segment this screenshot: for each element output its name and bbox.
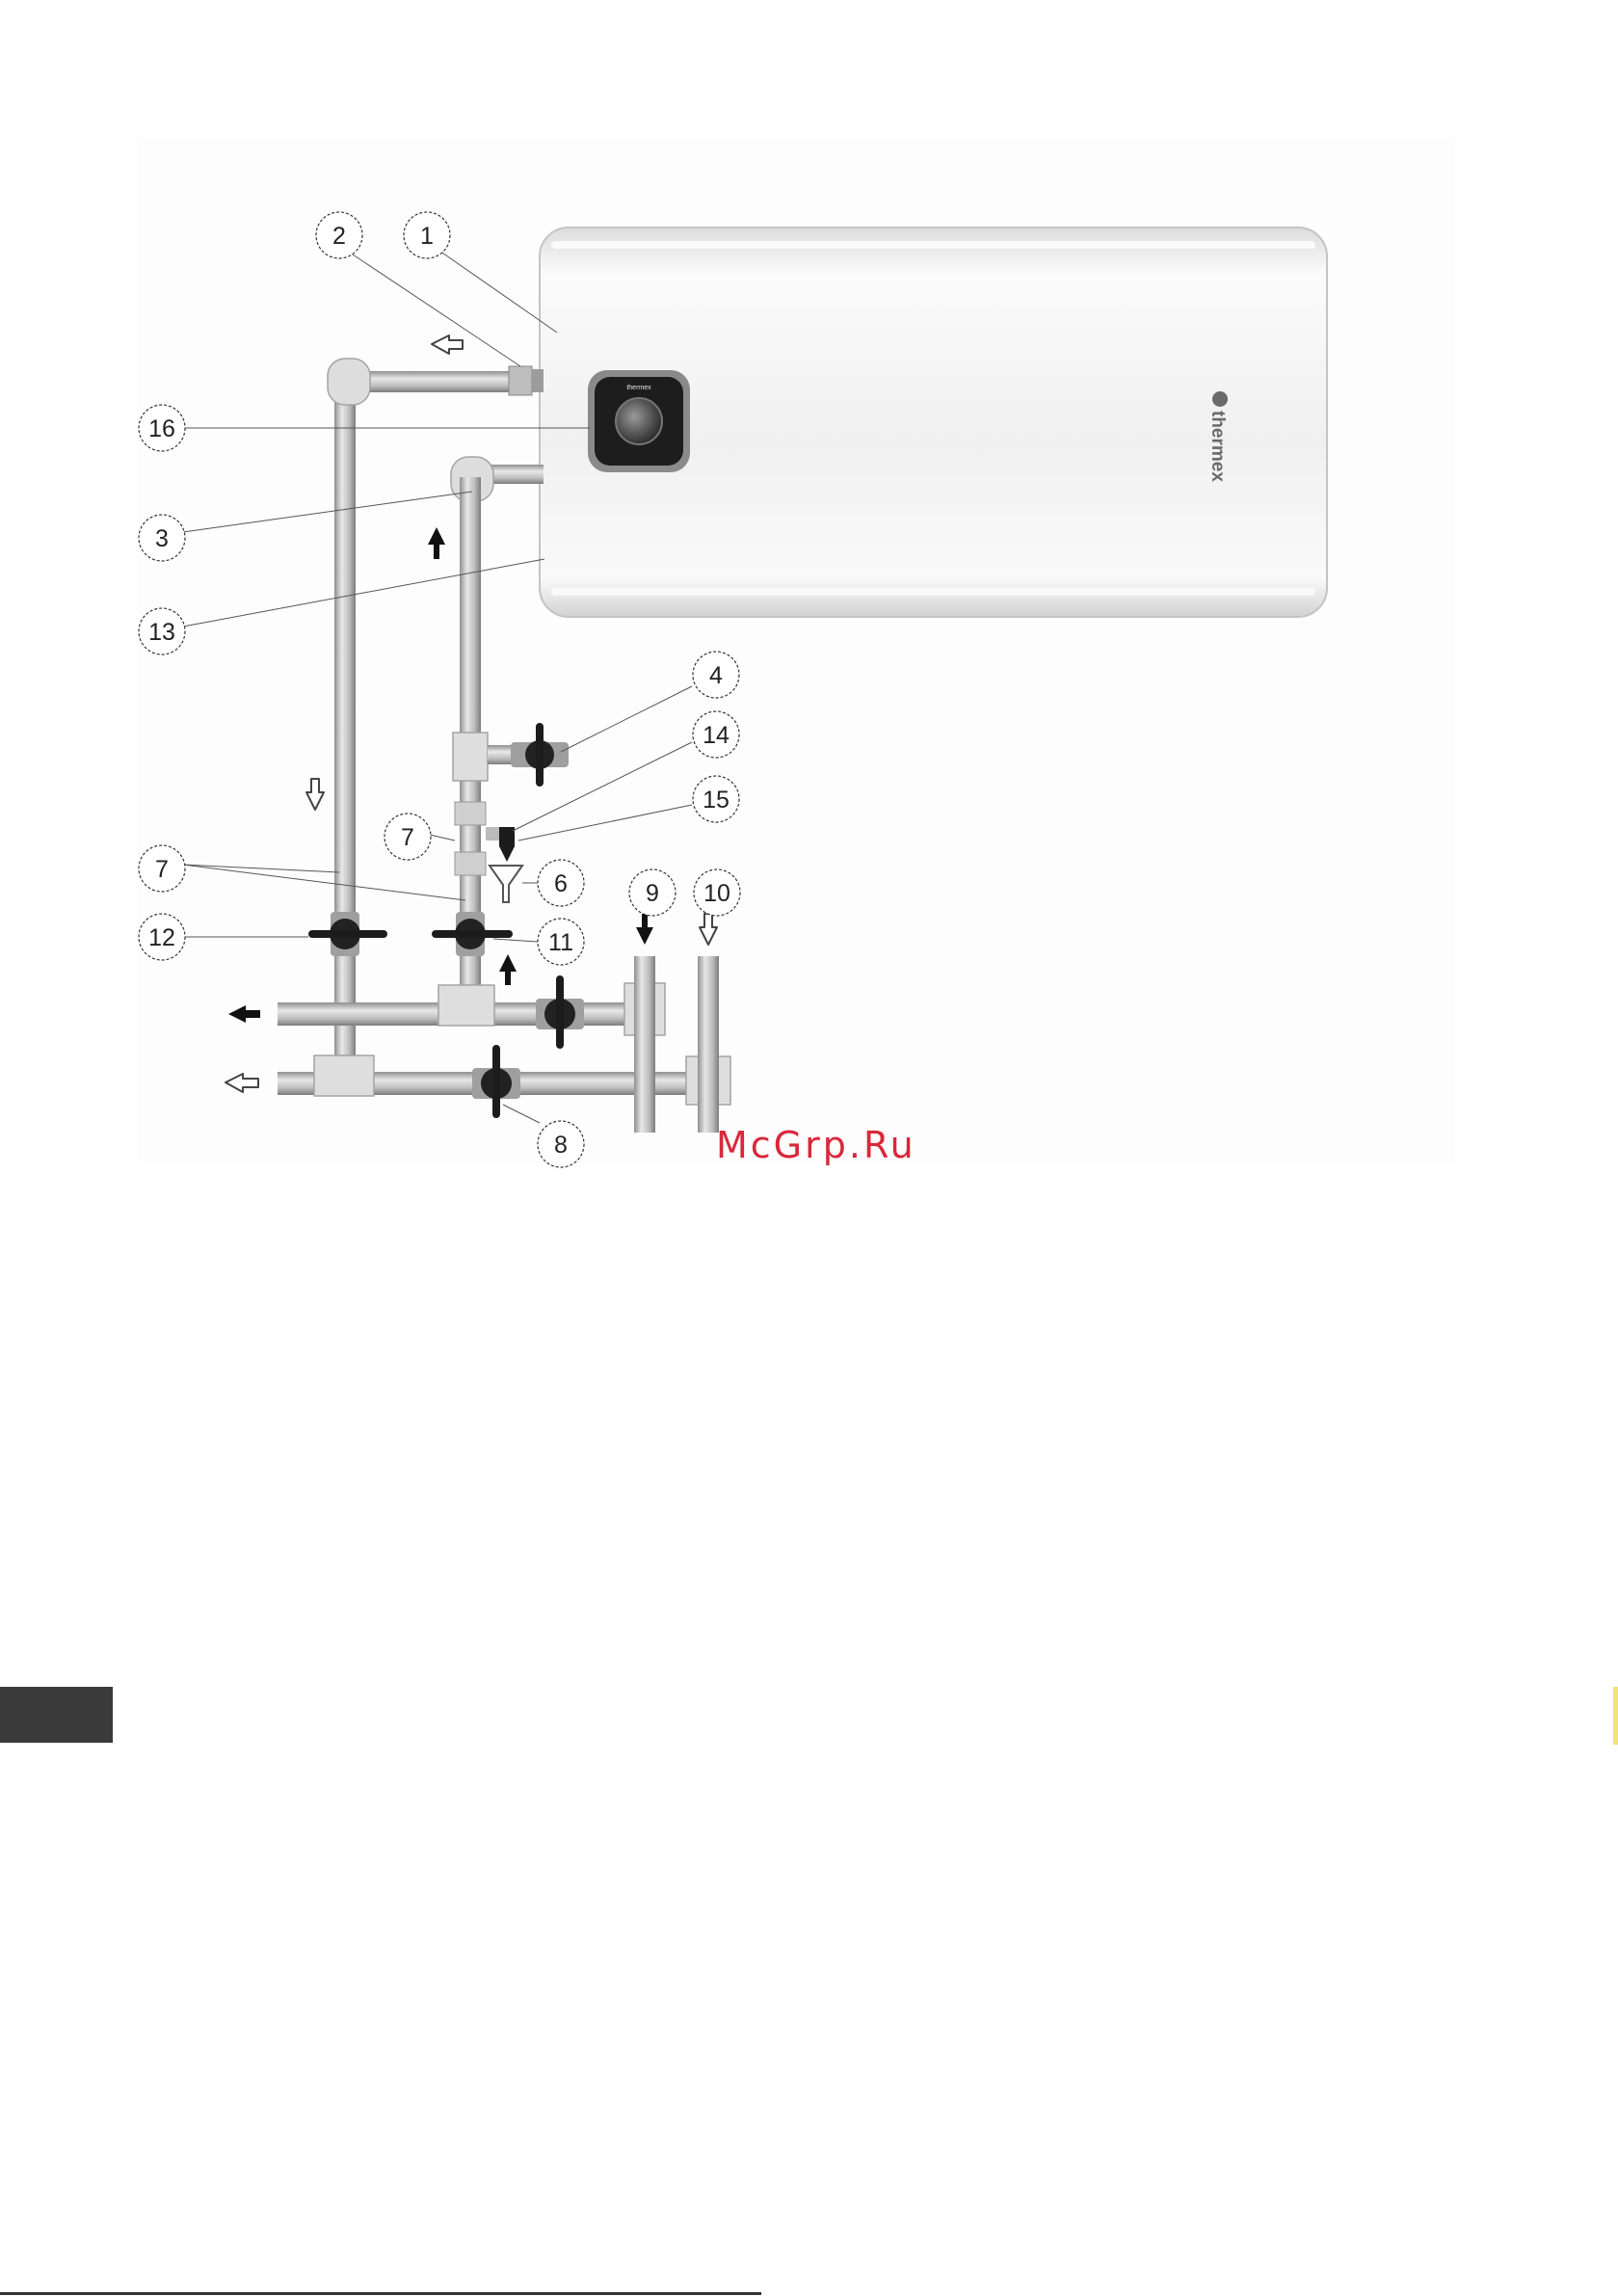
callout-3: 3 — [139, 515, 185, 561]
callout-13: 13 — [139, 608, 185, 654]
svg-text:2: 2 — [332, 223, 346, 250]
callout-1: 1 — [404, 212, 450, 258]
callout-16: 16 — [139, 405, 185, 451]
svg-text:8: 8 — [554, 1132, 568, 1159]
thermostat-knob — [616, 398, 662, 444]
callout-2: 2 — [316, 212, 362, 258]
svg-text:7: 7 — [401, 824, 414, 851]
watermark-text: McGrp.Ru — [716, 1124, 916, 1166]
callout-12: 12 — [139, 914, 185, 960]
callout-15: 15 — [693, 776, 739, 822]
callout-10: 10 — [694, 869, 740, 916]
svg-text:1: 1 — [420, 223, 434, 250]
brand-logo-text: thermex — [1207, 411, 1228, 482]
page-side-tab — [0, 1687, 113, 1743]
callout-7-lower: 7 — [139, 845, 185, 892]
callout-9: 9 — [629, 869, 676, 916]
svg-text:13: 13 — [148, 619, 175, 646]
svg-text:6: 6 — [554, 870, 568, 897]
svg-text:12: 12 — [148, 924, 175, 951]
svg-text:9: 9 — [646, 880, 659, 907]
callout-8: 8 — [538, 1121, 584, 1167]
svg-text:7: 7 — [155, 856, 169, 883]
callout-7-upper: 7 — [385, 814, 431, 860]
right-edge-marker — [1613, 1687, 1618, 1745]
svg-text:16: 16 — [148, 415, 175, 442]
svg-text:3: 3 — [155, 525, 169, 552]
svg-text:11: 11 — [548, 929, 573, 956]
callout-11: 11 — [538, 919, 584, 965]
panel-brand-text: thermex — [626, 385, 651, 391]
svg-text:10: 10 — [703, 880, 730, 907]
callout-6: 6 — [538, 860, 584, 906]
svg-text:4: 4 — [709, 662, 723, 689]
svg-text:14: 14 — [703, 722, 729, 749]
control-panel: thermex — [588, 370, 690, 472]
svg-text:15: 15 — [703, 787, 729, 814]
callout-14: 14 — [693, 711, 739, 758]
bottom-rule — [0, 2292, 761, 2295]
callout-4: 4 — [693, 652, 739, 698]
